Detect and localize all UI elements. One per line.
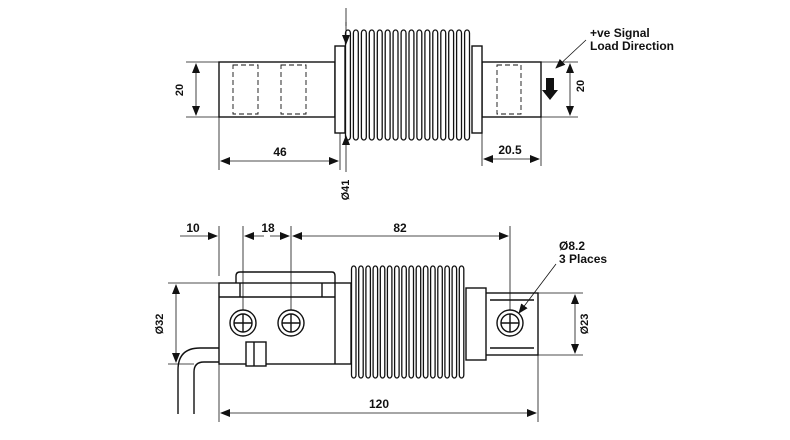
bellows-fin bbox=[437, 265, 443, 379]
dim-top-height-right: 20 bbox=[575, 80, 587, 92]
bellows-fin bbox=[424, 29, 431, 141]
bellows-fin bbox=[429, 265, 436, 379]
cable-outline-bottom bbox=[193, 361, 258, 414]
dim-82: 82 bbox=[393, 221, 407, 235]
bellows-fin bbox=[392, 29, 399, 141]
bellows-fin bbox=[352, 29, 359, 141]
top-left-block bbox=[218, 61, 336, 118]
bellows-fin bbox=[384, 29, 391, 141]
dim-dia23: Ø23 bbox=[579, 314, 591, 335]
top-bellows bbox=[344, 29, 471, 141]
bellows-fin bbox=[400, 29, 407, 141]
hole-1 bbox=[229, 309, 257, 337]
bellows-fin bbox=[379, 265, 386, 379]
bellows-fin bbox=[432, 29, 439, 141]
top-right-plate bbox=[471, 45, 483, 134]
cable-outline-top bbox=[177, 347, 258, 414]
dim-top-20-5: 20.5 bbox=[498, 143, 522, 157]
hole-2 bbox=[277, 309, 305, 337]
bellows-fin bbox=[408, 29, 415, 141]
bellows-fin bbox=[358, 265, 364, 379]
dim-top-46: 46 bbox=[273, 145, 287, 159]
front-bellows bbox=[350, 265, 465, 379]
bellows-fin bbox=[440, 29, 447, 141]
dim-120: 120 bbox=[369, 397, 389, 411]
dim-hole-count: 3 Places bbox=[559, 252, 607, 266]
cable-gland bbox=[245, 341, 267, 367]
dim-18: 18 bbox=[261, 221, 275, 235]
front-right-block bbox=[479, 292, 539, 356]
dim-hole-dia: Ø8.2 bbox=[559, 239, 585, 253]
bellows-fin bbox=[372, 265, 379, 379]
arrow-down-icon bbox=[542, 78, 558, 100]
bellows-fin bbox=[386, 265, 393, 379]
bellows-fin bbox=[350, 265, 357, 379]
bellows-fin bbox=[448, 29, 455, 141]
bellows-fin bbox=[415, 265, 422, 379]
bellows-fin bbox=[408, 265, 415, 379]
dim-dia32: Ø32 bbox=[154, 314, 166, 335]
top-view: 20 46 Ø41 20.5 20 +ve Signal Load Direct… bbox=[174, 8, 674, 200]
top-left-plate bbox=[334, 45, 346, 134]
bellows-fin bbox=[368, 29, 375, 141]
bellows-fin bbox=[416, 29, 423, 141]
bellows-fin bbox=[376, 29, 383, 141]
bellows-fin bbox=[365, 265, 372, 379]
front-right-collar bbox=[465, 287, 487, 361]
bellows-fin bbox=[458, 265, 465, 379]
bellows-fin bbox=[360, 29, 367, 141]
dim-top-height: 20 bbox=[174, 84, 186, 96]
bellows-fin bbox=[463, 29, 471, 141]
top-hidden-hole-1 bbox=[232, 64, 259, 115]
bellows-fin bbox=[455, 29, 463, 141]
bellows-fin bbox=[444, 265, 451, 379]
hole-3 bbox=[496, 309, 524, 337]
top-right-block bbox=[481, 61, 542, 118]
signal-label-line1: +ve Signal bbox=[590, 26, 650, 40]
bellows-fin bbox=[422, 265, 429, 379]
top-hidden-hole-2 bbox=[280, 64, 307, 115]
top-hidden-hole-3 bbox=[496, 64, 522, 115]
front-view: 10 18 82 Ø8.2 3 Places Ø32 Ø23 120 bbox=[154, 221, 607, 422]
dim-10: 10 bbox=[186, 221, 200, 235]
bellows-fin bbox=[451, 265, 458, 379]
dim-top-dia41: Ø41 bbox=[340, 180, 352, 201]
bellows-fin bbox=[344, 29, 352, 141]
bellows-fin bbox=[401, 265, 407, 379]
signal-label-line2: Load Direction bbox=[590, 39, 674, 53]
bellows-fin bbox=[393, 265, 400, 379]
